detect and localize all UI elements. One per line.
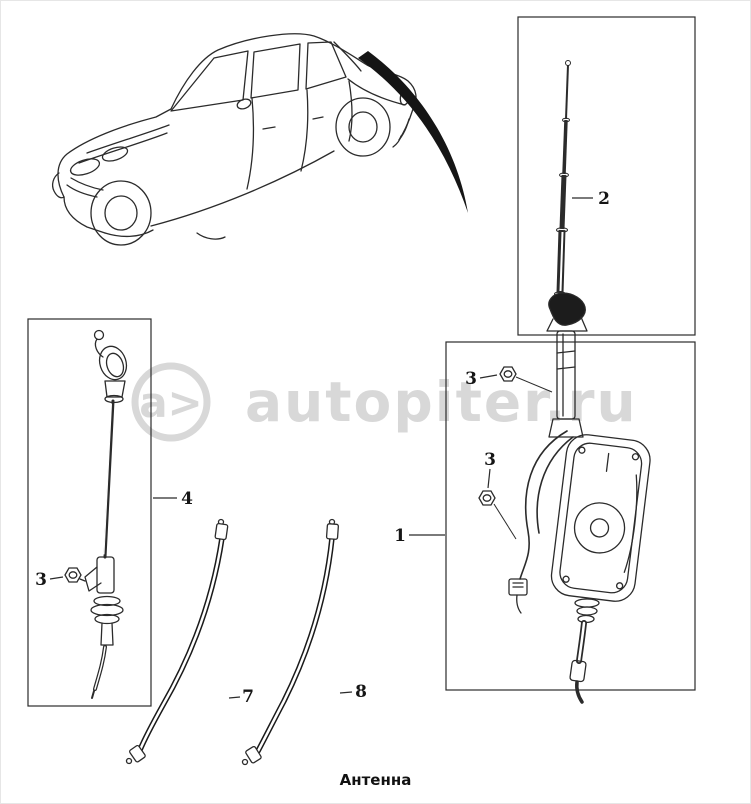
pointer-arrow	[358, 51, 468, 213]
nut-top	[499, 366, 553, 393]
motor-assembly	[508, 292, 651, 704]
callout-label-2: 2	[598, 189, 610, 209]
watermark-logo-icon: a>	[139, 378, 203, 427]
hex-nut-icon	[478, 490, 496, 506]
car-illustration	[52, 33, 417, 246]
figure-caption: Антенна	[339, 771, 412, 789]
callout-label-8: 8	[355, 682, 367, 702]
callout-label-1: 1	[394, 526, 406, 546]
cable-8	[241, 518, 339, 766]
mast-detail-box	[517, 16, 696, 336]
manual-antenna	[79, 329, 128, 699]
hex-nut-icon	[499, 366, 517, 382]
callout-label-3-mid: 3	[484, 450, 496, 470]
watermark-text: autopiter.ru	[245, 370, 638, 434]
hex-nut-icon	[64, 567, 82, 583]
callout-part4: 4	[153, 489, 193, 509]
callout-label-7: 7	[242, 687, 254, 707]
callout-part1: 1	[394, 526, 445, 546]
assembly-detail-box	[445, 341, 696, 691]
telescopic-mast	[554, 60, 571, 297]
callout-label-4: 4	[181, 489, 193, 509]
callout-part3-left: 3	[35, 570, 64, 590]
callout-part3-mid: 3	[484, 450, 496, 489]
watermark-logo-circle	[131, 362, 211, 442]
nut-left	[64, 567, 82, 583]
manual-antenna-box	[27, 318, 152, 707]
watermark: a> autopiter.ru	[131, 362, 638, 442]
callout-label-3-top: 3	[465, 369, 477, 389]
callout-part2: 2	[572, 189, 610, 209]
cable-7	[125, 518, 229, 765]
callout-part7: 7	[228, 687, 254, 707]
nut-mid	[478, 490, 517, 540]
callout-label-3-left: 3	[35, 570, 47, 590]
callout-part8: 8	[339, 682, 367, 702]
callout-part3-top: 3	[465, 369, 498, 389]
